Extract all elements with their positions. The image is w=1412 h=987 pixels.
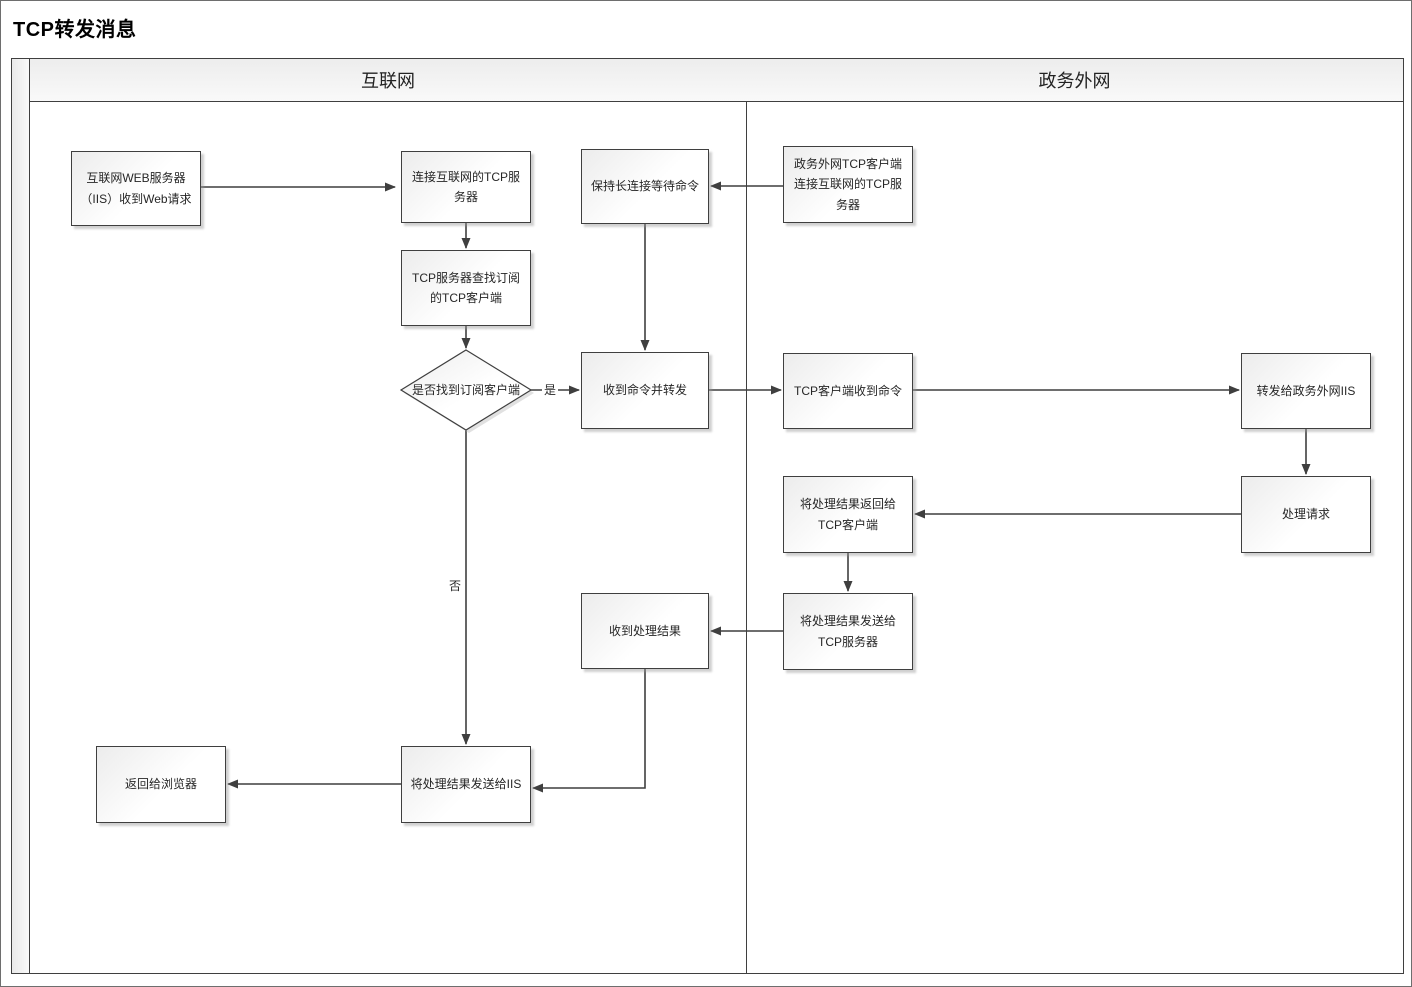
edge-label-no: 否 [449, 579, 462, 593]
node-return-to-client: 将处理结果返回给TCP客户端 [783, 476, 913, 553]
node-recv-forward: 收到命令并转发 [581, 352, 709, 429]
lane-header-gov: 政务外网 [746, 58, 1404, 102]
node-forward-gov-iis: 转发给政务外网IIS [1241, 353, 1371, 429]
node-gov-connect: 政务外网TCP客户端连接互联网的TCP服务器 [783, 146, 913, 223]
node-return-browser: 返回给浏览器 [96, 746, 226, 823]
node-send-to-server: 将处理结果发送给TCP服务器 [783, 593, 913, 670]
node-process-request: 处理请求 [1241, 476, 1371, 553]
node-send-to-iis: 将处理结果发送给IIS [401, 746, 531, 823]
lane-title-gov: 政务外网 [1038, 71, 1111, 91]
lane-divider [746, 101, 747, 974]
node-web-request: 互联网WEB服务器（IIS）收到Web请求 [71, 151, 201, 226]
node-find-client: TCP服务器查找订阅的TCP客户端 [401, 250, 531, 326]
node-client-recv-cmd: TCP客户端收到命令 [783, 353, 913, 429]
diagram-title: TCP转发消息 [13, 19, 137, 41]
node-connect-tcp: 连接互联网的TCP服务器 [401, 151, 531, 223]
lane-header-internet: 互联网 [29, 58, 747, 102]
lane-title-internet: 互联网 [361, 71, 415, 91]
swimlane-side-strip [11, 58, 30, 974]
node-keep-alive: 保持长连接等待命令 [581, 149, 709, 224]
edge-label-yes: 是 [542, 381, 559, 398]
node-recv-result: 收到处理结果 [581, 593, 709, 669]
